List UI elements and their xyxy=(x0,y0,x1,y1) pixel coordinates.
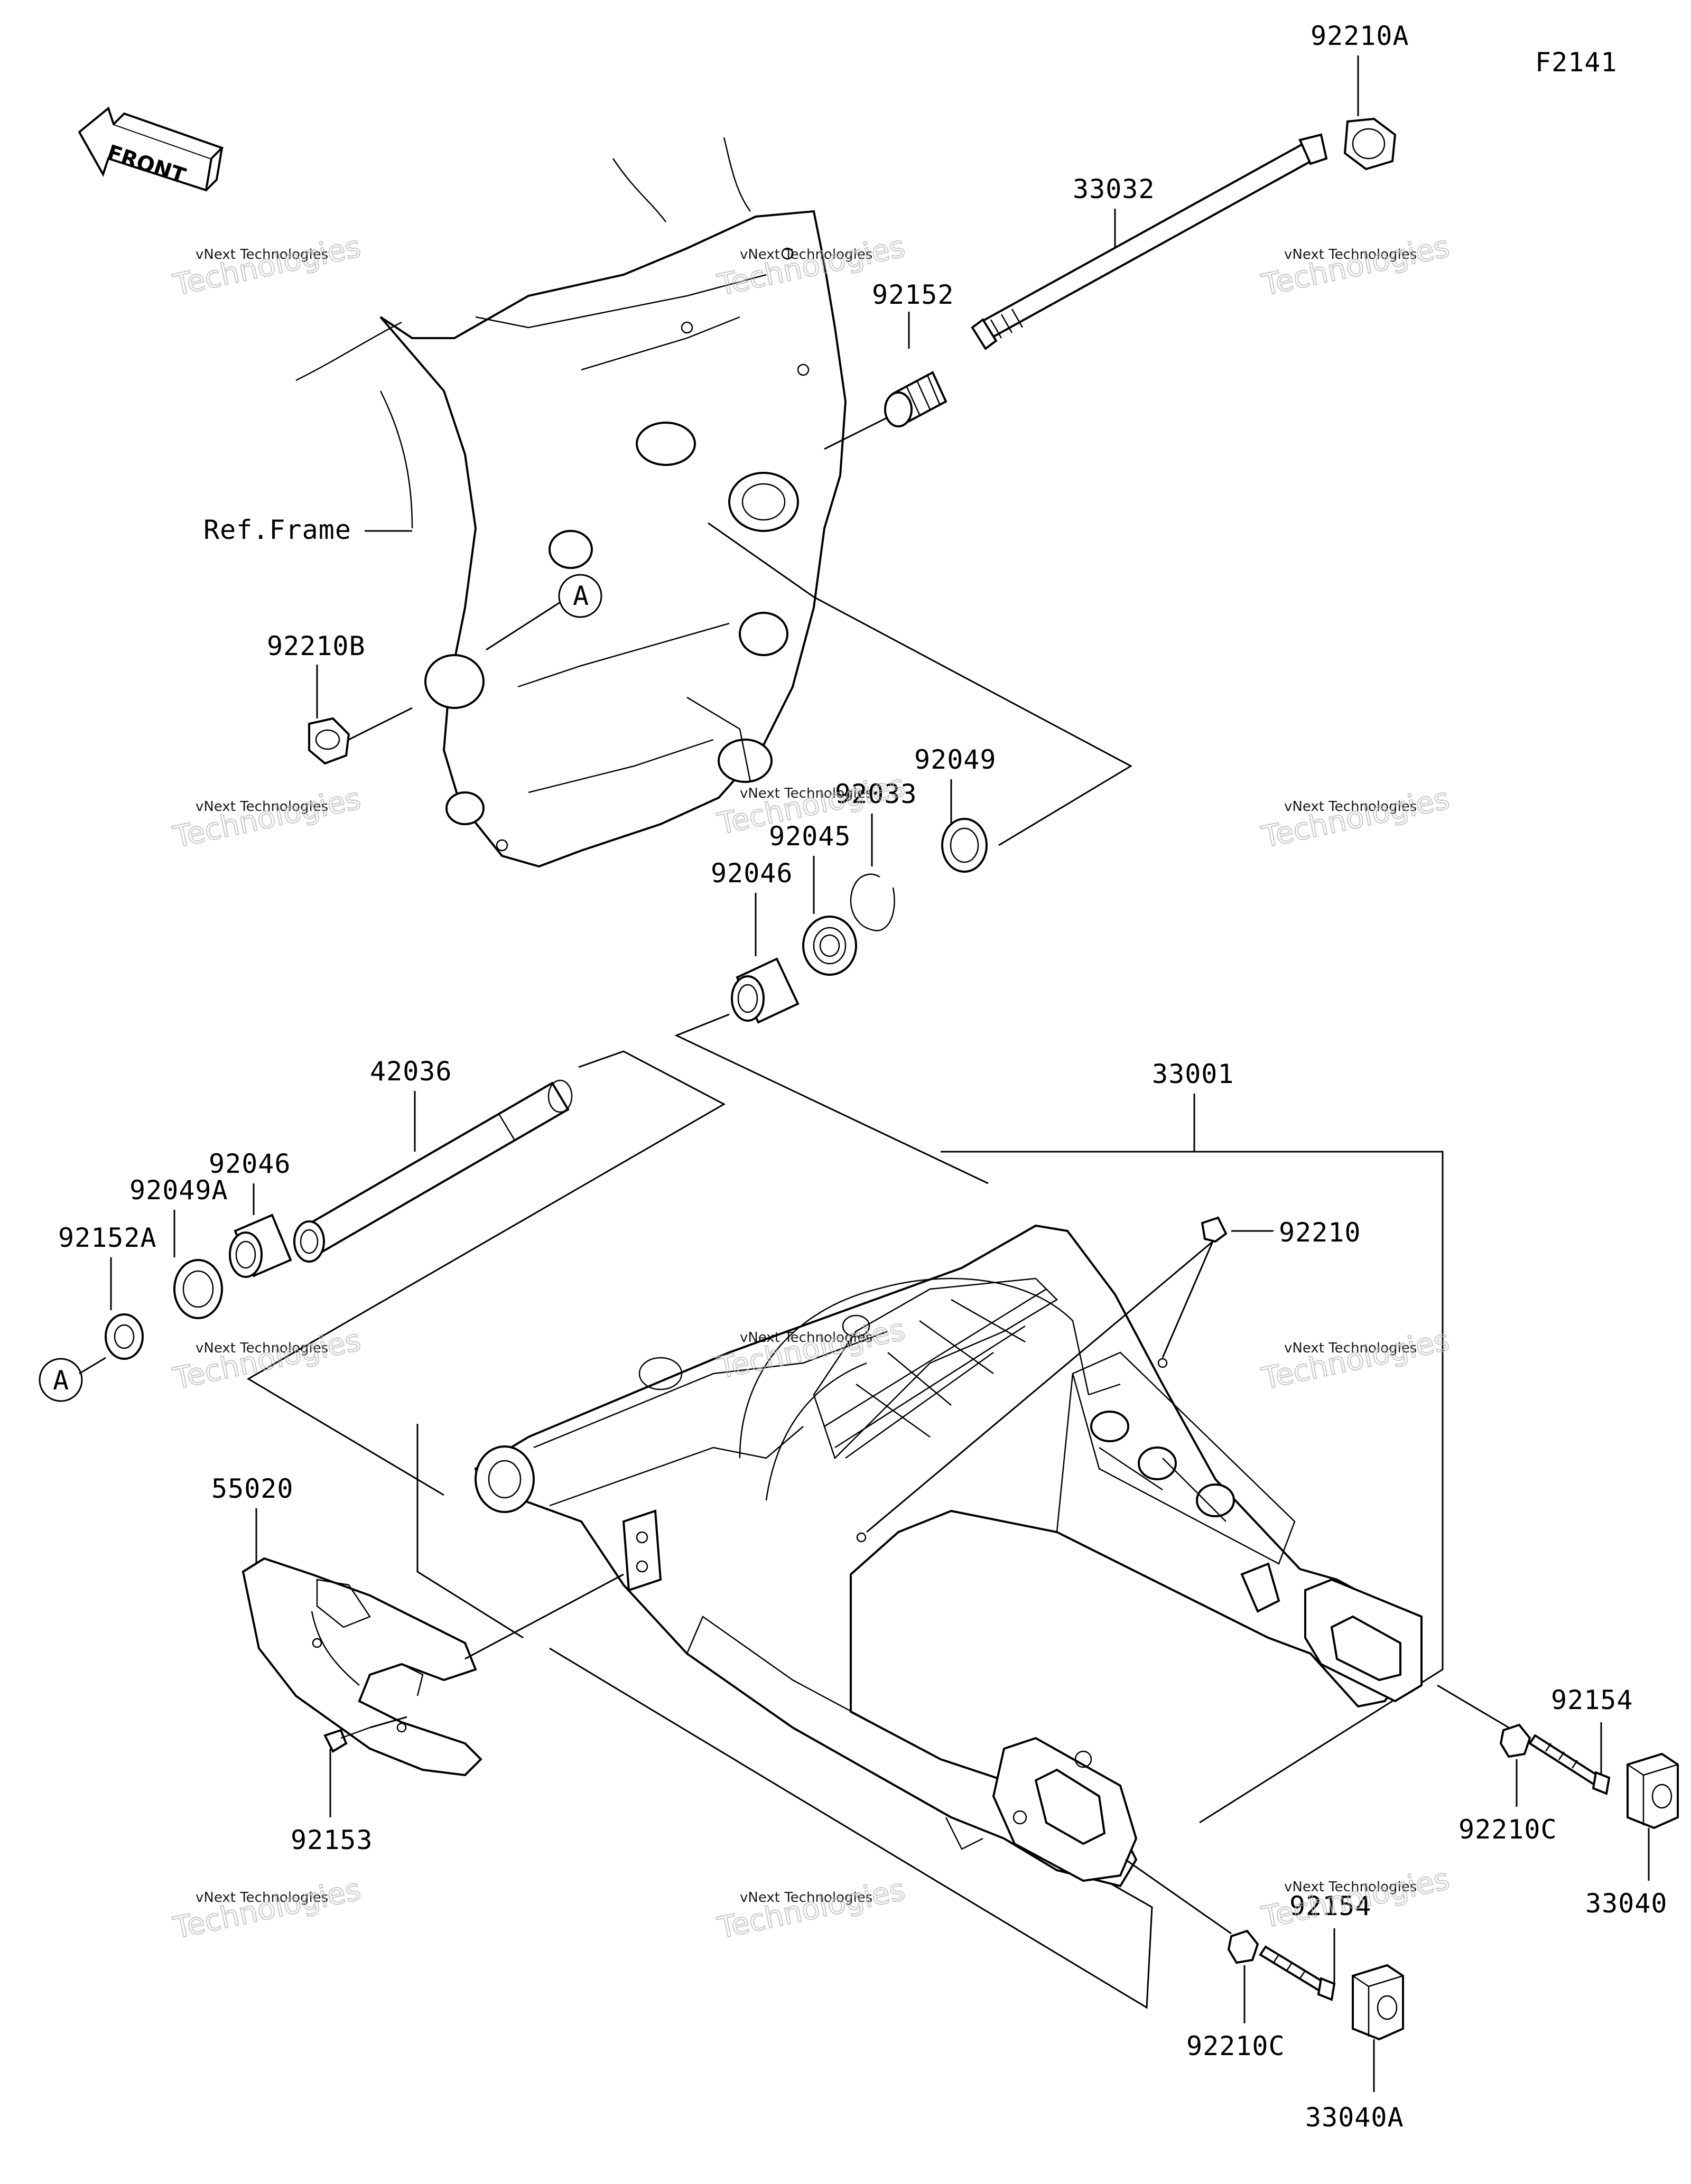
circlip-92033 xyxy=(850,873,895,931)
nut-92210A xyxy=(1343,117,1397,171)
label-55020: 55020 xyxy=(211,1473,294,1504)
bearing-92045 xyxy=(802,916,857,976)
svg-text:vNext Technologies: vNext Technologies xyxy=(196,1890,328,1906)
label-42036: 42036 xyxy=(370,1056,452,1087)
svg-text:Technologies: Technologies xyxy=(170,229,364,303)
marker-a-frame: A xyxy=(486,574,602,651)
sleeve-42036 xyxy=(293,1079,573,1263)
label-92049: 92049 xyxy=(914,744,997,775)
pivot-shaft-33032 xyxy=(971,133,1328,350)
bolt-92210 xyxy=(1201,1216,1228,1243)
label-92210A: 92210A xyxy=(1311,21,1409,51)
label-92153: 92153 xyxy=(291,1825,373,1855)
bolt-92154-right xyxy=(1528,1734,1611,1795)
seal-92049 xyxy=(941,818,988,873)
svg-text:vNext Technologies: vNext Technologies xyxy=(740,1890,872,1906)
svg-text:vNext Technologies: vNext Technologies xyxy=(1284,799,1417,815)
svg-text:A: A xyxy=(573,581,589,611)
front-arrow-icon: FRONT xyxy=(78,106,224,192)
svg-text:Technologies: Technologies xyxy=(1259,781,1452,855)
nut-92210C-right xyxy=(1499,1723,1531,1758)
collar-92152 xyxy=(884,371,947,427)
svg-text:vNext Technologies: vNext Technologies xyxy=(196,247,328,263)
swingarm-33001 xyxy=(474,1224,1423,1888)
svg-text:vNext Technologies: vNext Technologies xyxy=(1284,1340,1417,1356)
label-33001: 33001 xyxy=(1152,1059,1234,1089)
svg-text:vNext Technologies: vNext Technologies xyxy=(740,247,872,263)
label-92210C-right: 92210C xyxy=(1458,1814,1557,1845)
svg-text:vNext Technologies: vNext Technologies xyxy=(740,1330,872,1346)
label-92154-right: 92154 xyxy=(1551,1685,1633,1715)
label-92046-top: 92046 xyxy=(711,858,793,889)
label-92049A: 92049A xyxy=(129,1175,228,1206)
marker-a-swingarm: A xyxy=(39,1358,83,1402)
svg-text:vNext Technologies: vNext Technologies xyxy=(740,786,872,801)
svg-text:Technologies: Technologies xyxy=(1259,229,1452,303)
seal-92049A xyxy=(173,1259,223,1319)
collar-92152A xyxy=(105,1313,144,1360)
nut-92210C-lower xyxy=(1227,1929,1259,1964)
svg-text:Technologies: Technologies xyxy=(714,1872,908,1946)
svg-text:vNext Technologies: vNext Technologies xyxy=(1284,247,1417,263)
label-92154-lower: 92154 xyxy=(1289,1891,1372,1921)
svg-text:Technologies: Technologies xyxy=(170,1323,364,1396)
label-92210: 92210 xyxy=(1279,1217,1361,1248)
label-92045: 92045 xyxy=(769,821,851,852)
label-92152A: 92152A xyxy=(58,1222,157,1253)
adjuster-33040A xyxy=(1352,1964,1404,2041)
svg-text:vNext Technologies: vNext Technologies xyxy=(196,799,328,815)
needle-bearing-92046-top xyxy=(731,957,800,1024)
svg-text:Technologies: Technologies xyxy=(1259,1862,1452,1935)
label-92033: 92033 xyxy=(835,779,917,809)
label-92152: 92152 xyxy=(872,279,954,310)
frame-drawing xyxy=(295,137,847,868)
label-33040A: 33040A xyxy=(1305,2102,1404,2133)
label-33040: 33040 xyxy=(1585,1888,1668,1919)
svg-text:vNext Technologies: vNext Technologies xyxy=(196,1340,328,1356)
svg-text:vNext Technologies: vNext Technologies xyxy=(1284,1879,1417,1895)
label-92210C-lower: 92210C xyxy=(1186,2031,1285,2061)
figure-code: F2141 xyxy=(1535,47,1618,78)
label-92210B: 92210B xyxy=(267,631,366,661)
label-33032: 33032 xyxy=(1073,174,1155,204)
chain-guide-55020 xyxy=(241,1557,482,1777)
svg-text:Technologies: Technologies xyxy=(170,781,364,855)
ref-frame-label: Ref.Frame xyxy=(203,515,351,545)
bolt-92154-lower xyxy=(1259,1945,1336,2001)
svg-text:Technologies: Technologies xyxy=(1259,1323,1452,1396)
adjuster-33040 xyxy=(1627,1752,1679,1830)
needle-bearing-92046-left xyxy=(229,1214,292,1278)
nut-92210B xyxy=(308,717,350,765)
label-92046: 92046 xyxy=(209,1149,291,1179)
screw-92153 xyxy=(323,1726,370,1753)
svg-text:Technologies: Technologies xyxy=(170,1872,364,1946)
svg-text:A: A xyxy=(53,1365,69,1396)
